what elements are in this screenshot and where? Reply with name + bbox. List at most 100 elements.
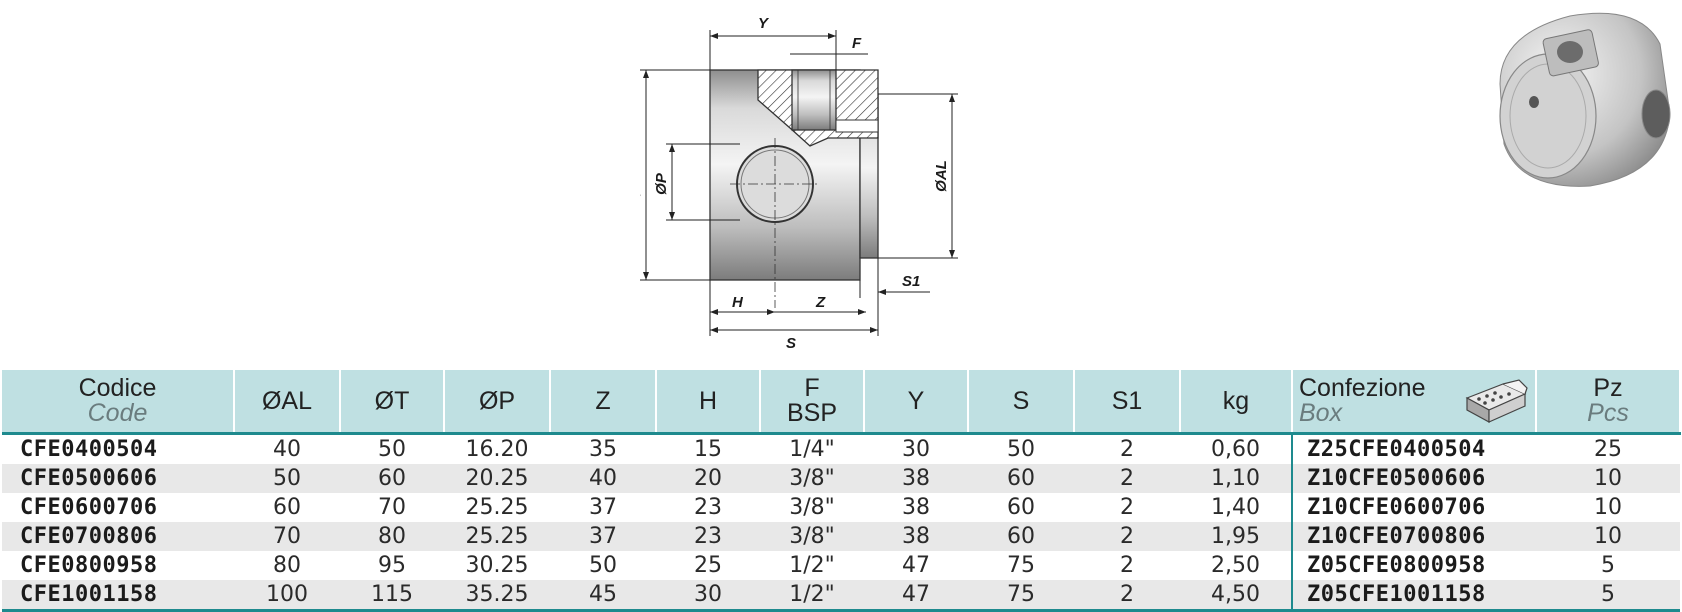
cell-code: CFE0600706 <box>20 495 158 520</box>
cell-s1: 2 <box>1074 522 1180 551</box>
cell-s: 50 <box>1007 437 1035 462</box>
cell-y: 30 <box>902 437 930 462</box>
header-kg: kg <box>1180 370 1293 434</box>
cell-box: Z05CFE0800958 <box>1291 551 1536 580</box>
cell-p: 20.25 <box>444 464 550 493</box>
cell-s1: 2 <box>1120 495 1134 520</box>
cell-kg: 1,10 <box>1180 464 1292 493</box>
cell-z: 40 <box>550 464 656 493</box>
cell-z: 35 <box>589 437 617 462</box>
header-z: Z <box>550 370 657 434</box>
cell-y: 47 <box>864 580 968 612</box>
cell-p: 25.25 <box>465 495 529 520</box>
cell-code: CFE0800958 <box>20 553 158 578</box>
table-row: CFE0700806 70 80 25.25 37 23 3/8" 38 60 … <box>2 522 1680 551</box>
cell-f: 3/8" <box>760 522 864 551</box>
cell-s1: 2 <box>1120 437 1134 462</box>
cell-h: 30 <box>656 580 760 612</box>
cell-al: 70 <box>234 522 340 551</box>
cell-z: 45 <box>550 580 656 612</box>
cell-al: 50 <box>234 464 340 493</box>
cell-p: 30.25 <box>465 553 529 578</box>
cell-al: 100 <box>234 580 340 612</box>
cell-kg: 1,95 <box>1180 522 1292 551</box>
cell-f: 3/8" <box>760 464 864 493</box>
box-icon <box>1465 379 1528 424</box>
cell-s: 75 <box>1007 553 1035 578</box>
dim-f-label: F <box>852 35 862 52</box>
dim-h-label: H <box>732 294 744 311</box>
cell-f: 1/2" <box>760 580 864 612</box>
dim-s1-label: S1 <box>902 273 920 290</box>
cell-kg: 1,40 <box>1211 495 1260 520</box>
table-row: CFE0800958 80 95 30.25 50 25 1/2" 47 75 … <box>2 551 1680 580</box>
header-s1: S1 <box>1074 370 1181 434</box>
cell-box: Z10CFE0500606 <box>1291 464 1536 493</box>
cell-z: 37 <box>589 495 617 520</box>
technical-drawing: Y F ØT ØP ØAL S1 H Z S <box>640 15 958 352</box>
cell-t: 70 <box>378 495 406 520</box>
cell-p: 16.20 <box>465 437 529 462</box>
product-photo <box>1499 12 1671 187</box>
cell-f: 1/4" <box>789 437 835 462</box>
dim-al-label: ØAL <box>933 160 950 192</box>
cell-f: 1/2" <box>789 553 835 578</box>
cell-box: Z10CFE0700806 <box>1291 522 1536 551</box>
cell-s1: 2 <box>1120 553 1134 578</box>
cell-s1: 2 <box>1074 464 1180 493</box>
cell-y: 47 <box>902 553 930 578</box>
cell-al: 60 <box>273 495 301 520</box>
cell-h: 23 <box>694 495 722 520</box>
cell-code: CFE0700806 <box>2 522 234 551</box>
thread-hole <box>791 69 837 131</box>
dim-p-label: ØP <box>653 172 670 195</box>
cell-pcs: 10 <box>1594 495 1622 520</box>
dim-t-label: ØT <box>640 174 644 197</box>
pin-hole <box>835 119 879 133</box>
cell-t: 115 <box>340 580 444 612</box>
cell-code: CFE0400504 <box>20 437 158 462</box>
cell-kg: 4,50 <box>1180 580 1292 612</box>
cell-s: 75 <box>968 580 1074 612</box>
table-row: CFE0500606 50 60 20.25 40 20 3/8" 38 60 … <box>2 464 1680 493</box>
header-t: ØT <box>340 370 445 434</box>
cell-y: 38 <box>864 522 968 551</box>
table-row: CFE0400504 40 50 16.20 35 15 1/4" 30 50 … <box>2 433 1680 464</box>
cell-box: Z10CFE0600706 <box>1291 493 1536 522</box>
cell-box: Z05CFE1001158 <box>1291 580 1536 612</box>
header-h: H <box>656 370 761 434</box>
cell-t: 95 <box>378 553 406 578</box>
cell-f: 3/8" <box>789 495 835 520</box>
table-row: CFE0600706 60 70 25.25 37 23 3/8" 38 60 … <box>2 493 1680 522</box>
cell-code: CFE1001158 <box>2 580 234 612</box>
cell-s: 60 <box>1007 495 1035 520</box>
cell-t: 50 <box>378 437 406 462</box>
cell-y: 38 <box>864 464 968 493</box>
cell-h: 20 <box>656 464 760 493</box>
cell-box: Z25CFE0400504 <box>1291 433 1536 464</box>
cell-pcs: 5 <box>1601 553 1615 578</box>
header-al: ØAL <box>234 370 341 434</box>
header-s: S <box>968 370 1075 434</box>
cell-kg: 0,60 <box>1211 437 1260 462</box>
cell-t: 80 <box>340 522 444 551</box>
cell-y: 38 <box>902 495 930 520</box>
header-y: Y <box>864 370 969 434</box>
cell-h: 23 <box>656 522 760 551</box>
cell-al: 40 <box>273 437 301 462</box>
cell-kg: 2,50 <box>1211 553 1260 578</box>
cell-p: 35.25 <box>444 580 550 612</box>
header-p: ØP <box>444 370 551 434</box>
cell-pcs: 10 <box>1536 464 1680 493</box>
cell-s1: 2 <box>1074 580 1180 612</box>
cell-pcs: 5 <box>1536 580 1680 612</box>
cell-h: 25 <box>694 553 722 578</box>
cell-s: 60 <box>968 522 1074 551</box>
